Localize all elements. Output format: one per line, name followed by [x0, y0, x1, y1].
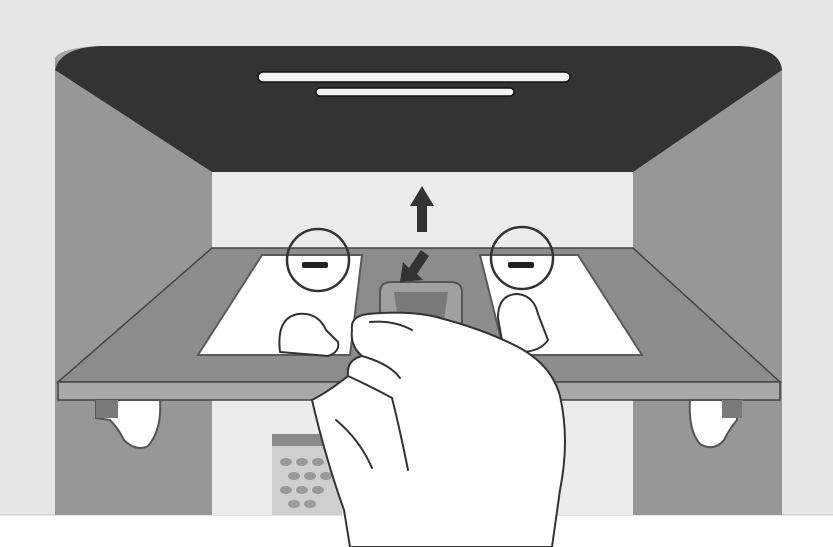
- bracket-left-shade: [96, 400, 118, 418]
- latch-tab-right: [508, 262, 534, 268]
- light-strip-upper: [258, 72, 570, 82]
- bracket-right-shade: [722, 400, 742, 418]
- latch-tab-left: [302, 262, 328, 268]
- light-strip-lower: [316, 88, 514, 96]
